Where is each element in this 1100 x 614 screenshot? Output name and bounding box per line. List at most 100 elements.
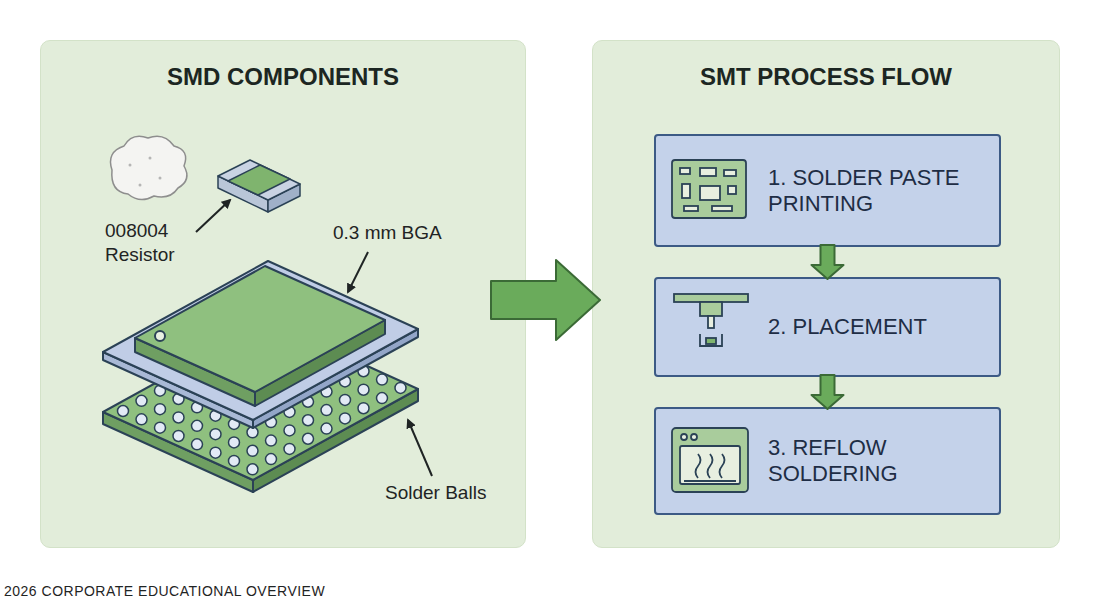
solder-ball [266,398,277,409]
solder-ball [192,402,203,413]
solder-ball [358,366,369,377]
leader-line [408,420,432,476]
footer-note: 2026 CORPORATE EDUCATIONAL OVERVIEW [4,583,424,601]
placement-head-icon [674,294,748,346]
solder-ball [303,396,314,407]
solder-ball [229,437,240,448]
component-panel: SMD COMPONENTS [40,40,526,548]
solder-ball [321,349,332,360]
leader-line [196,200,230,232]
solder-ball [210,447,221,458]
solder-ball [358,403,369,414]
solder-ball [192,365,203,376]
solder-ball [266,380,277,391]
solder-ball [247,353,258,364]
solder-ball [266,454,277,465]
solder-ball [229,381,240,392]
solder-ball [210,392,221,403]
process-step-box: 2. PLACEMENT [654,277,1001,377]
solder-ball [229,455,240,466]
resistor-chip [218,160,300,212]
solder-balls [118,324,407,475]
pcb-icon [672,160,746,218]
solder-ball [173,430,184,441]
solder-ball [192,383,203,394]
panel-heading: SMT PROCESS FLOW [593,63,1059,91]
solder-ball [247,390,258,401]
solder-ball [136,395,147,406]
solder-ball [284,351,295,362]
solder-ball [284,406,295,417]
process-step-box: 3. REFLOW SOLDERING [654,407,1001,515]
solder-ball [229,344,240,355]
solder-ball [210,410,221,421]
step-label: 2. PLACEMENT [768,314,993,340]
solder-ball [229,418,240,429]
panel-heading: SMD COMPONENTS [41,63,525,91]
solder-ball [321,386,332,397]
step-label: 3. REFLOW SOLDERING [768,435,993,487]
solder-ball [247,371,258,382]
solder-ball [340,413,351,424]
powder-grain [111,136,187,199]
solder-ball-layer [103,321,418,492]
solder-ball [210,429,221,440]
solder-ball [247,445,258,456]
solder-ball [173,375,184,386]
solder-ball [266,324,277,335]
solder-ball [266,435,277,446]
solder-ball [247,408,258,419]
solder-ball [247,464,258,475]
solder-ball [358,384,369,395]
solder-ball [266,343,277,354]
solder-ball [118,406,129,417]
flow-arrow [491,260,600,340]
solder-ball [303,378,314,389]
step-label: 1. SOLDER PASTE PRINTING [768,165,993,217]
solder-ball [340,357,351,368]
solder-ball [284,388,295,399]
solder-ball [303,341,314,352]
solder-ball [377,393,388,404]
solder-ball [247,427,258,438]
leader-line [348,252,368,292]
solder-ball [266,417,277,428]
solder-ball [395,382,406,393]
solder-ball [210,373,221,384]
step-arrow [812,245,844,279]
solder-ball [155,404,166,415]
solder-ball [192,420,203,431]
solder-ball [303,415,314,426]
solder-ball [229,363,240,374]
solder-ball [284,369,295,380]
solder-ball [321,368,332,379]
solder-ball [247,334,258,345]
solder-ball [303,359,314,370]
solder-ball [192,439,203,450]
solder-ball [136,414,147,425]
bga-chip [135,266,385,406]
part-label: 0.3 mm BGA [333,221,473,245]
solder-ball [173,412,184,423]
solder-ball [173,393,184,404]
solder-ball [266,361,277,372]
solder-ball [155,422,166,433]
process-panel: 1. SOLDER PASTE PRINTING 2. PLACEMENT 3. R… [592,40,1060,548]
solder-ball [284,425,295,436]
solder-ball [303,433,314,444]
part-label: 008004 Resistor [105,219,205,267]
solder-ball [284,332,295,343]
process-step-box: 1. SOLDER PASTE PRINTING [654,134,1001,247]
solder-ball [284,443,295,454]
step-arrow [812,375,844,409]
solder-ball [321,423,332,434]
solder-ball [321,405,332,416]
solder-ball [155,385,166,396]
reflow-oven-icon [672,428,748,492]
solder-ball [340,394,351,405]
